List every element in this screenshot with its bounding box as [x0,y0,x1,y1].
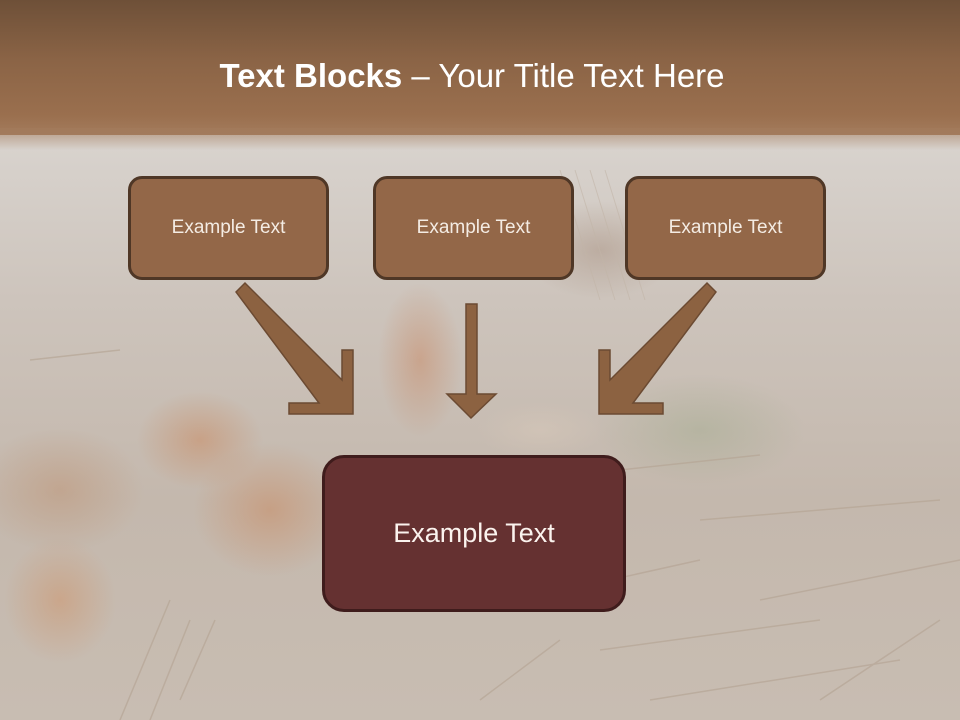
text-block-1[interactable]: Example Text [128,176,329,280]
text-block-1-label: Example Text [171,217,286,238]
text-block-3-label: Example Text [668,217,783,238]
text-block-2-label: Example Text [416,217,531,238]
title-rest: Your Title Text Here [438,57,725,94]
title-dash: – [402,57,439,94]
result-block[interactable]: Example Text [322,455,626,612]
title-bar-fade [0,128,960,150]
arrow-down-left-icon [598,281,717,415]
result-block-label: Example Text [393,518,555,548]
title-bar [0,0,960,135]
text-block-2[interactable]: Example Text [373,176,574,280]
title-bold: Text Blocks [219,57,403,94]
slide-title: Text Blocks – Your Title Text Here [0,55,944,97]
text-block-3[interactable]: Example Text [625,176,826,280]
arrow-down-right-icon [235,281,354,415]
arrow-down-icon [445,303,498,420]
